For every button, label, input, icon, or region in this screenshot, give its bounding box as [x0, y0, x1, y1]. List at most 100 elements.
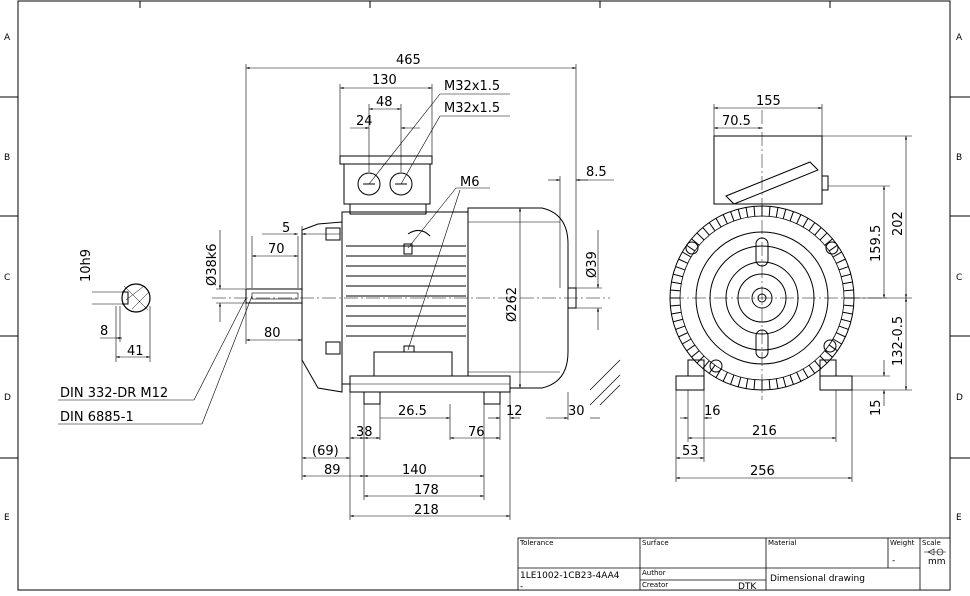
tb-weight-value: -	[892, 556, 895, 566]
cooling-fin	[675, 325, 686, 330]
cooling-fin	[702, 227, 710, 236]
dim-48: 48	[376, 95, 393, 110]
cooling-fin	[691, 238, 700, 246]
cooling-fin	[686, 344, 696, 352]
dim-38: 38	[356, 425, 373, 440]
dim-d262: Ø262	[505, 287, 520, 322]
cooling-fin	[802, 218, 809, 228]
cooling-fin	[824, 238, 833, 246]
cooling-fin	[730, 374, 735, 385]
dim-465: 465	[396, 53, 421, 68]
thread-m32-2: M32x1.5	[444, 101, 500, 116]
cooling-fin	[832, 338, 842, 345]
cooling-fin	[696, 355, 705, 364]
cooling-fin	[843, 304, 854, 307]
cooling-fin	[673, 273, 683, 278]
tb-part-sub: -	[520, 582, 523, 591]
cooling-fin	[843, 289, 854, 292]
cooling-fin	[730, 211, 735, 222]
dim-178: 178	[414, 483, 439, 498]
cooling-fin	[814, 360, 822, 369]
cooling-fin	[708, 222, 716, 232]
cooling-fin	[768, 379, 771, 390]
dim-5: 5	[282, 221, 290, 236]
dim-218: 218	[414, 503, 439, 518]
shaft-spec-din6885: DIN 6885-1	[60, 410, 134, 425]
cooling-fin	[782, 209, 787, 219]
cooling-fin	[841, 318, 851, 323]
row-letter-b-right: B	[956, 153, 962, 163]
dim-15: 15	[869, 399, 884, 416]
dim-70: 70	[268, 242, 285, 257]
dim-d38: Ø38k6	[205, 243, 220, 286]
dim-256: 256	[750, 464, 775, 479]
earth-thread: M6	[460, 175, 480, 190]
cooling-fin	[819, 232, 828, 241]
cooling-fin	[814, 227, 822, 236]
dim-70-5: 70.5	[722, 114, 751, 129]
dim-140: 140	[402, 463, 427, 478]
shaft-spec-din332: DIN 332-DR M12	[60, 386, 168, 401]
cooling-fin	[753, 206, 756, 217]
cooling-fin	[737, 209, 742, 219]
key-height-label: 41	[127, 344, 144, 359]
cooling-fin	[824, 350, 833, 358]
cooling-fin	[696, 232, 705, 241]
key-width-label: 10h9	[79, 249, 94, 282]
cooling-fin	[682, 251, 692, 258]
end-view-dimension-lines	[675, 104, 912, 482]
cooling-fin	[789, 211, 794, 222]
side-view-dimension-lines	[58, 64, 614, 520]
cooling-fin	[808, 222, 816, 232]
row-letter-d-right: D	[956, 393, 963, 403]
title-block	[517, 537, 951, 591]
cooling-fin	[819, 355, 828, 364]
cooling-fin	[682, 338, 692, 345]
tb-material-label: Material	[768, 539, 796, 547]
cooling-fin	[838, 325, 849, 330]
key-depth-label: 8	[100, 324, 108, 339]
cooling-fin	[796, 372, 802, 382]
dim-76: 76	[468, 425, 485, 440]
cooling-fin	[722, 372, 728, 382]
dim-80: 80	[264, 326, 281, 341]
cooling-fin	[796, 214, 802, 224]
cooling-fin	[828, 244, 838, 252]
dim-89: 89	[324, 463, 341, 478]
cooling-fin	[691, 350, 700, 358]
cooling-fin	[702, 360, 710, 369]
cooling-fin	[802, 368, 809, 378]
cooling-fin	[789, 374, 794, 385]
cooling-fin	[715, 368, 722, 378]
dim-216: 216	[752, 424, 777, 439]
row-letter-c: C	[4, 273, 10, 283]
dim-155: 155	[756, 94, 781, 109]
cooling-fin	[782, 377, 787, 387]
cooling-fin	[832, 251, 842, 258]
sheet-border	[17, 0, 951, 591]
row-letter-e: E	[4, 513, 10, 523]
dim-69: (69)	[312, 444, 339, 459]
cooling-fin	[838, 266, 849, 271]
projection-symbol-icon	[924, 548, 946, 556]
tb-scale-label: Scale	[922, 539, 941, 547]
row-letter-e-right: E	[956, 513, 962, 523]
dim-26-5: 26.5	[398, 404, 427, 419]
tb-tolerance-label: Tolerance	[519, 539, 553, 547]
cooling-fin	[737, 377, 742, 387]
cooling-fin	[836, 258, 846, 264]
cooling-fin	[673, 318, 683, 323]
row-letter-c-right: C	[956, 273, 962, 283]
cooling-fin	[775, 378, 779, 389]
cooling-fin	[841, 273, 851, 278]
cooling-fin	[670, 289, 681, 292]
shaft-section-view	[92, 283, 151, 362]
cooling-fin	[768, 206, 771, 217]
dim-53: 53	[682, 444, 699, 459]
cooling-fin	[745, 378, 749, 389]
cooling-fin	[842, 281, 853, 285]
cooling-fin	[842, 311, 853, 315]
tb-drawing-title: Dimensional drawing	[770, 574, 865, 584]
cooling-fin	[775, 207, 779, 218]
